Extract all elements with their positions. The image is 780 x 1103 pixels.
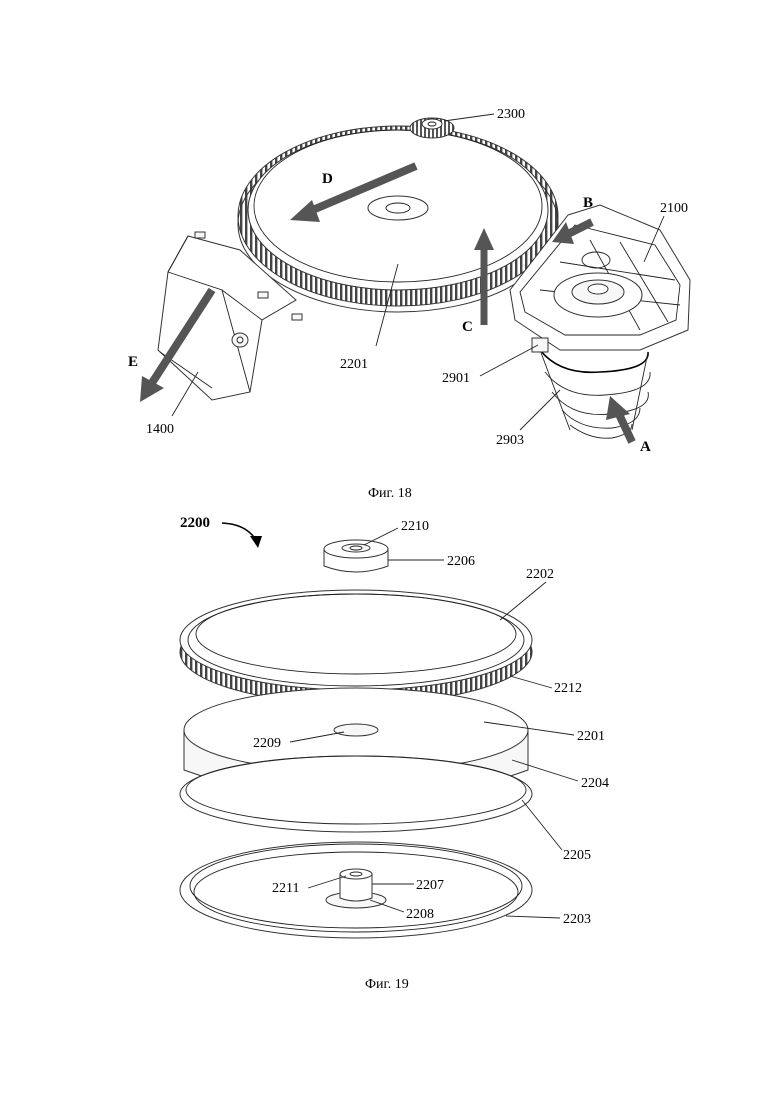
arrow-letter-b: B <box>583 195 593 211</box>
seal-ring-2205 <box>180 756 532 832</box>
arrow-letter-a: A <box>640 439 651 455</box>
leader-2203 <box>506 916 560 918</box>
assembly-pointer-arrowhead <box>250 536 262 548</box>
ref-label-2300: 2300 <box>497 107 525 122</box>
ref-label-2201: 2201 <box>340 357 368 372</box>
ref-label-1400: 1400 <box>146 422 174 437</box>
leader-2212 <box>510 676 552 688</box>
leader-2210 <box>364 528 398 545</box>
leader-2300 <box>444 114 494 121</box>
assembly-label-2200: 2200 <box>180 515 210 531</box>
hub-cap-2206 <box>324 540 388 572</box>
arrow-letter-d: D <box>322 171 333 187</box>
leader-2903 <box>520 390 560 430</box>
pinion-gear-2300 <box>410 118 454 138</box>
ref-label-2202: 2202 <box>526 567 554 582</box>
leader-2901 <box>480 345 538 376</box>
arrow-letter-c: C <box>462 319 473 335</box>
ref-label-2203: 2203 <box>563 912 591 927</box>
figure-19-caption: Фиг. 19 <box>365 977 409 992</box>
ref-label-2209: 2209 <box>253 736 281 751</box>
figure-18-caption: Фиг. 18 <box>368 486 412 501</box>
leader-2205 <box>522 800 562 850</box>
ref-label-2207: 2207 <box>416 878 444 893</box>
ref-label-2208: 2208 <box>406 907 434 922</box>
ref-label-2204: 2204 <box>581 776 609 791</box>
ref-label-2205: 2205 <box>563 848 591 863</box>
figure-19: 2200 <box>180 515 609 992</box>
ref-label-2210: 2210 <box>401 519 429 534</box>
assembly-pointer-arrow <box>222 523 256 540</box>
leader-1400 <box>172 372 198 416</box>
gear-ring-2202 <box>180 590 532 704</box>
leader-2202 <box>500 582 546 620</box>
ref-label-2100: 2100 <box>660 201 688 216</box>
flow-arrow-a <box>606 396 632 442</box>
ref-label-2212: 2212 <box>554 681 582 696</box>
ref-label-2206: 2206 <box>447 554 475 569</box>
arrow-letter-e: E <box>128 354 138 370</box>
ref-label-2901: 2901 <box>442 371 470 386</box>
ref-label-2903: 2903 <box>496 433 524 448</box>
spiral-volute-2903 <box>532 338 650 438</box>
figure-18: D C B A E 2300 2100 2201 2901 2903 1400 … <box>128 107 690 501</box>
ref-label-2201: 2201 <box>577 729 605 744</box>
ref-label-2211: 2211 <box>272 881 299 896</box>
gear-disk-2201 <box>238 126 558 312</box>
